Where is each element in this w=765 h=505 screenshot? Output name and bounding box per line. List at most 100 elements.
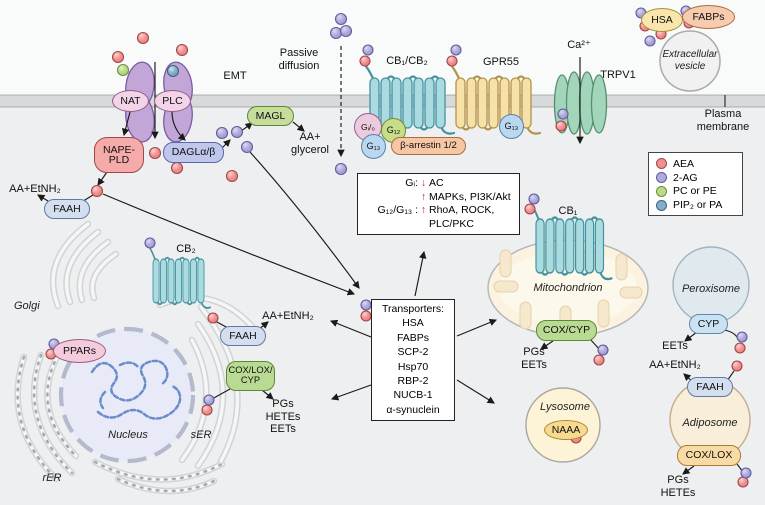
gbox-row: Gᵢ:↓AC — [363, 177, 514, 191]
cb2-receptor-ser — [149, 247, 211, 308]
faah-label: FAAH — [229, 329, 257, 342]
napepld-label: NAPE- PLD — [102, 143, 136, 166]
transporters-to-products-arrow — [330, 384, 372, 401]
2ag-dot-icon — [656, 172, 667, 184]
dagl-label: DAGLα/β — [171, 146, 216, 159]
aea-dot — [170, 161, 184, 175]
transporters-to-mito-arrow — [456, 318, 498, 337]
transporter-item: FABPs — [396, 331, 430, 344]
coxloxcyp-enzyme: COX/LOX/ CYP — [226, 361, 275, 391]
legend-box: AEA 2-AG PC or PE PIP₂ or PA — [648, 152, 743, 216]
aea-dot — [148, 146, 162, 160]
napepld-enzyme: NAPE- PLD — [94, 137, 144, 173]
coxlox-label: COX/LOX — [685, 449, 733, 462]
aea-dot — [446, 55, 458, 67]
chromatin — [90, 359, 182, 420]
cb2-label: CB₂ — [176, 243, 196, 255]
nucleus — [58, 326, 196, 464]
plc-label: PLC — [162, 94, 183, 107]
aea-dot — [175, 43, 189, 57]
extracellular-vesicle — [659, 30, 721, 92]
aea-dot — [524, 203, 536, 215]
2ag-dot — [339, 24, 353, 38]
pgs-label: PGs — [667, 474, 689, 486]
golgi-label: Golgi — [14, 300, 40, 312]
2ag-dot — [557, 108, 569, 120]
aea-dot — [136, 31, 150, 45]
hetes-label: HETEs — [265, 410, 301, 423]
ppars-receptor: PPARs — [53, 339, 106, 363]
lysosome-label: Lysosome — [540, 401, 590, 413]
down-arrow-icon: ↓ — [420, 177, 427, 189]
g13-protein-gpr55: G₁₃ — [499, 114, 524, 139]
aea-dot — [734, 342, 746, 354]
faah-enzyme-adipo: FAAH — [687, 377, 733, 397]
g13-protein: G₁₃ — [361, 134, 386, 159]
faah-label: FAAH — [696, 380, 724, 393]
legend-row: 2-AG — [656, 171, 742, 185]
transporter-item: SCP-2 — [397, 346, 429, 359]
perox-eets-label: EETs — [662, 340, 688, 352]
adiposome-label: Adiposome — [682, 417, 738, 429]
faah-enzyme: FAAH — [44, 199, 90, 219]
cb1-label: CB₁ — [558, 205, 578, 217]
gbox-row: PLC/PKC — [363, 218, 514, 232]
2ag-dot — [329, 26, 343, 40]
trpv1-channel — [553, 71, 608, 135]
trpv1-label: TRPV1 — [600, 69, 636, 81]
gbox-label — [363, 191, 418, 205]
up-arrow-icon: ↑ — [420, 190, 427, 203]
aea-dot — [555, 120, 567, 132]
up-arrow-icon: ↑ — [420, 204, 427, 217]
2ag-dot — [230, 125, 244, 139]
cb1-cb2-label: CB₁/CB₂ — [386, 55, 428, 67]
rough-er — [14, 351, 226, 495]
aa-etnh2-label: AA+EtNH₂ — [649, 359, 701, 371]
naaa-enzyme: NAAA — [544, 420, 588, 440]
coxloxcyp-product-arrow — [261, 389, 274, 400]
2ag-dot — [450, 44, 462, 56]
fabps-label: FABPs — [692, 10, 725, 23]
emt-label: EMT — [223, 70, 247, 82]
napepld-product-arrow — [97, 171, 108, 186]
naaa-label: NAAA — [551, 423, 581, 436]
nat-to-napepld-arrow — [121, 111, 131, 137]
transporter-item: RBP-2 — [397, 375, 429, 388]
gbox-label: Gᵢ: — [405, 177, 418, 189]
eets-label: EETs — [270, 423, 296, 435]
peroxisome-label: Peroxisome — [681, 283, 741, 295]
plasma-membrane-label: Plasma membrane — [696, 108, 750, 133]
calcium-label: Ca²⁺ — [567, 39, 591, 51]
pip2pa-dot-icon — [656, 199, 667, 211]
2ag-dot — [334, 12, 348, 26]
2ag-dot — [203, 394, 215, 406]
aea-dot — [201, 404, 213, 416]
gbox-text: MAPKs, PI3K/Akt — [429, 190, 511, 203]
gbox-label — [363, 218, 418, 232]
gbox-text: AC — [429, 177, 444, 189]
fabps-protein: FABPs — [682, 5, 735, 29]
aea-dot — [360, 310, 372, 322]
faah-enzyme-ser: FAAH — [220, 326, 266, 346]
transporters-to-ser-arrow — [329, 319, 372, 338]
aa-etnh2-label: AA+EtNH₂ — [9, 183, 61, 195]
2ag-dot — [362, 44, 374, 56]
nat-label: NAT — [120, 94, 141, 107]
nucleus-label: Nucleus — [108, 429, 148, 441]
beta-arrestin: β-arrestin 1/2 — [391, 137, 466, 155]
hetes-label: HETEs — [660, 486, 696, 499]
2ag-dot — [736, 331, 748, 343]
transporter-item: Hsp70 — [397, 360, 429, 373]
gbox-text: PLC/PKC — [429, 217, 474, 230]
gbox-row: ↑MAPKs, PI3K/Akt — [363, 191, 514, 205]
pip2pa-dot — [166, 64, 180, 78]
hsa-label: HSA — [651, 13, 673, 26]
gbox-label: G₁₂/G₁₃ : — [377, 204, 418, 217]
faah-product-arrow — [37, 194, 49, 202]
aa-glycerol-label: AA+ glycerol — [291, 131, 329, 156]
gpr55-label: GPR55 — [482, 56, 520, 68]
cyp-enzyme: CYP — [689, 314, 728, 334]
